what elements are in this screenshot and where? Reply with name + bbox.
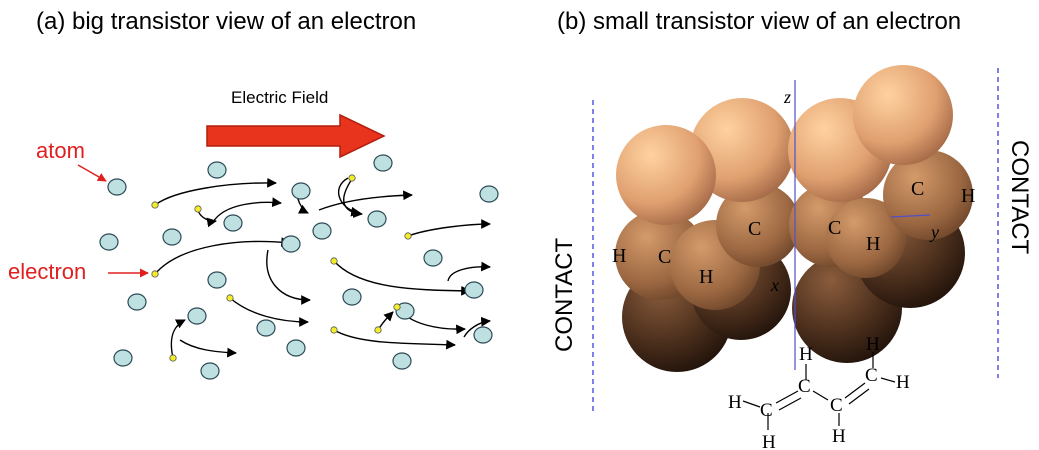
atoms xyxy=(99,154,499,380)
sphere-label-c4: C xyxy=(911,178,924,200)
formula-c2: C xyxy=(798,376,811,397)
structural-formula: H C H C H C H C H H xyxy=(728,334,910,450)
caption-b: (b) small transistor view of an electron xyxy=(557,8,962,35)
caption-a: (a) big transistor view of an electron xyxy=(36,8,417,35)
sphere-label-h1: H xyxy=(612,245,626,267)
axis-y-label: y xyxy=(929,222,939,242)
molecule-spheres xyxy=(615,65,973,372)
formula-h-left: H xyxy=(728,392,742,413)
atom-pointer xyxy=(77,164,107,182)
formula-h-top-right: H xyxy=(866,334,880,355)
sphere-labels: H C H C C H C H xyxy=(612,178,975,288)
electrons xyxy=(151,174,412,362)
formula-h-top-left: H xyxy=(799,344,813,365)
electric-field-label: Electric Field xyxy=(231,88,328,107)
contact-right-label: CONTACT xyxy=(1006,140,1033,255)
sphere-label-c2: C xyxy=(748,218,761,240)
electric-field-arrow xyxy=(206,113,386,159)
formula-c4: C xyxy=(865,365,878,386)
atom-label: atom xyxy=(36,138,85,163)
sphere-label-h2: H xyxy=(699,266,713,288)
axis-z-label: z xyxy=(783,87,791,107)
formula-h-bottom-left: H xyxy=(762,432,776,450)
electron-paths xyxy=(154,177,491,359)
electron-label: electron xyxy=(8,259,86,284)
contact-left-label: CONTACT xyxy=(551,237,578,352)
formula-c3: C xyxy=(830,395,843,416)
formula-h-right: H xyxy=(896,372,910,393)
sphere-label-c1: C xyxy=(658,246,671,268)
formula-c1: C xyxy=(760,400,773,421)
axes xyxy=(794,80,931,370)
formula-h-bottom-right: H xyxy=(832,426,846,447)
sphere-label-h4: H xyxy=(961,185,975,207)
sphere-label-h3: H xyxy=(866,233,880,255)
axis-x-label: x xyxy=(770,275,779,295)
sphere-label-c3: C xyxy=(828,217,841,239)
